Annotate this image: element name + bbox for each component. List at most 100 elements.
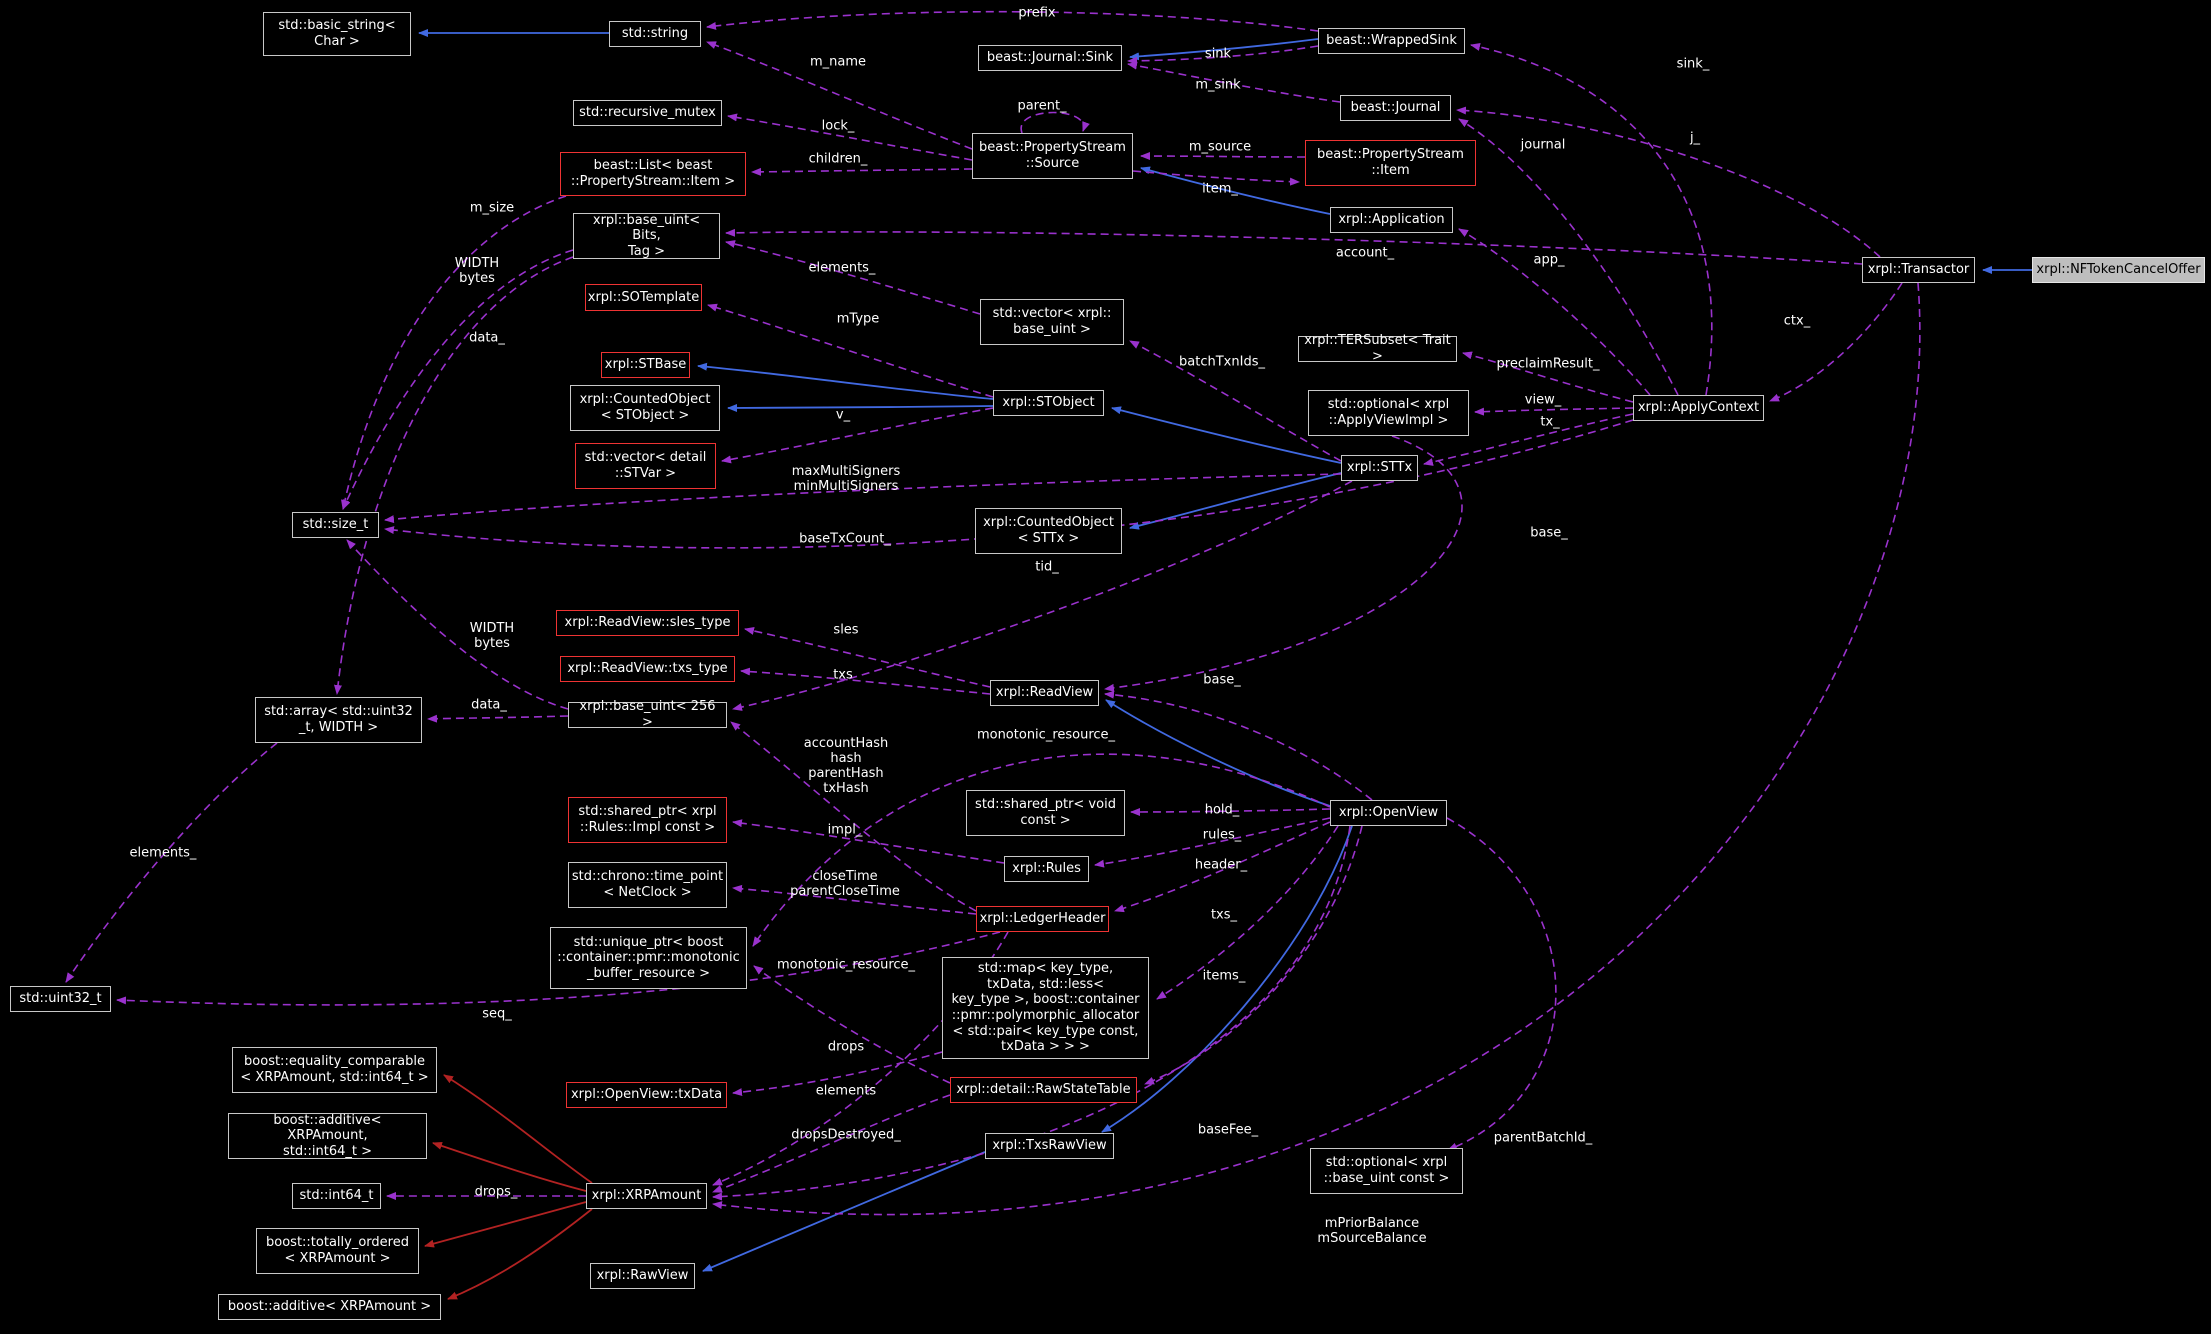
node-xrpl-stobject[interactable]: xrpl::STObject: [993, 390, 1104, 416]
edge-parent-selfloop: [1020, 111, 1090, 134]
edge-xrpamount-totallyordered: [424, 1201, 587, 1248]
edge-parentbatchid: [1446, 817, 1557, 1151]
node-std-chrono-time-point[interactable]: std::chrono::time_point < NetClock >: [568, 862, 727, 908]
node-xrpl-applycontext[interactable]: xrpl::ApplyContext: [1633, 395, 1764, 421]
node-xrpl-ledgerheader[interactable]: xrpl::LedgerHeader: [976, 906, 1109, 932]
edge-sttx-stobject: [1111, 406, 1342, 464]
edge-width-bytes-2: [346, 539, 569, 710]
node-xrpl-transactor[interactable]: xrpl::Transactor: [1862, 257, 1975, 283]
edge-item: [1132, 170, 1300, 186]
edge-items: [1144, 825, 1363, 1085]
node-xrpl-nftokencanceloffer: xrpl::NFTokenCancelOffer: [2032, 257, 2205, 283]
node-xrpl-rules[interactable]: xrpl::Rules: [1004, 856, 1089, 882]
edge-basefee: [712, 825, 1351, 1201]
node-xrpl-countedobject-stobject[interactable]: xrpl::CountedObject < STObject >: [570, 385, 720, 431]
node-xrpl-readview-txs-type[interactable]: xrpl::ReadView::txs_type: [560, 656, 735, 682]
node-xrpl-txsrawview[interactable]: xrpl::TxsRawView: [985, 1133, 1114, 1159]
edge-wrappedsink-journalsink: [1129, 38, 1319, 61]
edge-xrpamount-additiveint64: [432, 1142, 587, 1192]
edge-balances: [712, 282, 1921, 1216]
edge-app: [1458, 228, 1651, 396]
edge-elements-arr: [65, 742, 278, 983]
edge-children: [751, 167, 973, 176]
edge-elements-map: [732, 1051, 943, 1097]
node-xrpl-readview[interactable]: xrpl::ReadView: [990, 680, 1099, 706]
edge-tx: [1423, 413, 1634, 466]
node-std-map-txdata[interactable]: std::map< key_type, txData, std::less< k…: [942, 957, 1149, 1059]
node-xrpl-application[interactable]: xrpl::Application: [1330, 207, 1453, 233]
node-xrpl-base-uint-256[interactable]: xrpl::base_uint< 256 >: [568, 699, 727, 730]
node-std-size-t[interactable]: std::size_t: [292, 512, 379, 538]
node-beast-wrappedsink[interactable]: beast::WrappedSink: [1318, 28, 1465, 54]
edge-xrpamount-equalitycomparable: [443, 1074, 593, 1184]
node-boost-equality-comparable[interactable]: boost::equality_comparable < XRPAmount, …: [232, 1047, 437, 1093]
node-xrpl-countedobject-sttx[interactable]: xrpl::CountedObject < STTx >: [975, 508, 1122, 554]
node-xrpl-stbase[interactable]: xrpl::STBase: [601, 352, 690, 378]
edge-sles: [744, 627, 991, 688]
node-boost-totally-ordered[interactable]: boost::totally_ordered < XRPAmount >: [256, 1228, 419, 1274]
node-xrpl-openview-txdata[interactable]: xrpl::OpenView::txData: [566, 1082, 727, 1108]
node-xrpl-detail-rawstatetable[interactable]: xrpl::detail::RawStateTable: [950, 1077, 1137, 1103]
node-xrpl-openview[interactable]: xrpl::OpenView: [1330, 800, 1447, 826]
node-xrpl-tersubset[interactable]: xrpl::TERSubset< Trait >: [1298, 333, 1457, 364]
node-std-shared-ptr-rules-impl[interactable]: std::shared_ptr< xrpl ::Rules::Impl cons…: [568, 797, 727, 843]
node-std-shared-ptr-void[interactable]: std::shared_ptr< void const >: [966, 790, 1125, 836]
edge-application-pssource: [1140, 166, 1331, 215]
node-beast-journal[interactable]: beast::Journal: [1340, 95, 1451, 121]
edge-seq: [116, 931, 1001, 1006]
node-std-vector-detail-stvar[interactable]: std::vector< detail ::STVar >: [575, 443, 716, 489]
node-std-optional-applyviewimpl[interactable]: std::optional< xrpl ::ApplyViewImpl >: [1308, 390, 1469, 436]
node-std-vector-base-uint[interactable]: std::vector< xrpl:: base_uint >: [980, 299, 1124, 345]
node-boost-additive-int64[interactable]: boost::additive< XRPAmount, std::int64_t…: [228, 1113, 427, 1159]
edge-stobject-stbase: [697, 362, 994, 400]
node-xrpl-xrpamount[interactable]: xrpl::XRPAmount: [586, 1183, 707, 1209]
node-xrpl-rawview[interactable]: xrpl::RawView: [590, 1263, 695, 1289]
node-std-string[interactable]: std::string: [609, 21, 701, 47]
edge-view: [1474, 407, 1634, 416]
node-beast-propertystream-item[interactable]: beast::PropertyStream ::Item: [1305, 140, 1476, 186]
edge-sink2: [1470, 43, 1713, 396]
node-boost-additive-xrpamount[interactable]: boost::additive< XRPAmount >: [218, 1294, 441, 1320]
node-beast-propertystream-source[interactable]: beast::PropertyStream ::Source: [972, 133, 1133, 179]
edge-base-1: [1104, 435, 1463, 692]
edge-rules: [1094, 817, 1331, 868]
edge-account: [725, 228, 1863, 265]
edge-m-sink: [1127, 61, 1341, 103]
edge-txs-map: [1156, 825, 1339, 1000]
node-xrpl-sttx[interactable]: xrpl::STTx: [1341, 455, 1418, 481]
edge-openview-readview: [1105, 699, 1331, 807]
edge-tid: [732, 480, 1353, 711]
node-beast-list-propertystream-item[interactable]: beast::List< beast ::PropertyStream::Ite…: [560, 152, 746, 196]
edge-base-2: [1104, 690, 1373, 801]
node-std-int64-t[interactable]: std::int64_t: [292, 1183, 381, 1209]
node-xrpl-base-uint-bits-tag[interactable]: xrpl::base_uint< Bits, Tag >: [573, 213, 720, 259]
edge-sink: [1127, 45, 1319, 65]
edge-monotonic-2: [753, 965, 951, 1084]
edge-m-name: [706, 41, 973, 150]
edge-j: [1456, 106, 1881, 258]
node-std-unique-ptr-monotonic[interactable]: std::unique_ptr< boost ::container::pmr:…: [550, 927, 747, 989]
edge-journal: [1458, 118, 1679, 396]
node-xrpl-readview-sles-type[interactable]: xrpl::ReadView::sles_type: [556, 610, 739, 636]
edge-txsrawview-rawview: [702, 1151, 986, 1272]
edge-xrpamount-additivexrp: [447, 1208, 593, 1300]
node-std-optional-base-uint-const[interactable]: std::optional< xrpl ::base_uint const >: [1310, 1148, 1463, 1194]
edge-batchtxnids: [1129, 340, 1342, 462]
edge-ctx: [1769, 282, 1903, 402]
node-std-basic-string[interactable]: std::basic_string< Char >: [263, 12, 411, 56]
edge-width-bytes-1: [342, 249, 574, 510]
edge-mtype: [707, 303, 994, 398]
edge-dropsdestroyed: [712, 1094, 951, 1193]
edge-prefix: [706, 10, 1319, 32]
edge-elements-vec: [725, 240, 981, 315]
node-std-uint32-t[interactable]: std::uint32_t: [10, 986, 111, 1012]
node-std-recursive-mutex[interactable]: std::recursive_mutex: [573, 100, 722, 126]
node-std-array-uint32[interactable]: std::array< std::uint32 _t, WIDTH >: [255, 697, 422, 743]
node-xrpl-sotemplate[interactable]: xrpl::SOTemplate: [585, 284, 702, 311]
edge-hashes: [730, 721, 977, 912]
node-beast-journal-sink[interactable]: beast::Journal::Sink: [978, 45, 1122, 71]
edge-stobject-countedstobject: [727, 403, 994, 412]
edge-txs: [740, 667, 991, 695]
